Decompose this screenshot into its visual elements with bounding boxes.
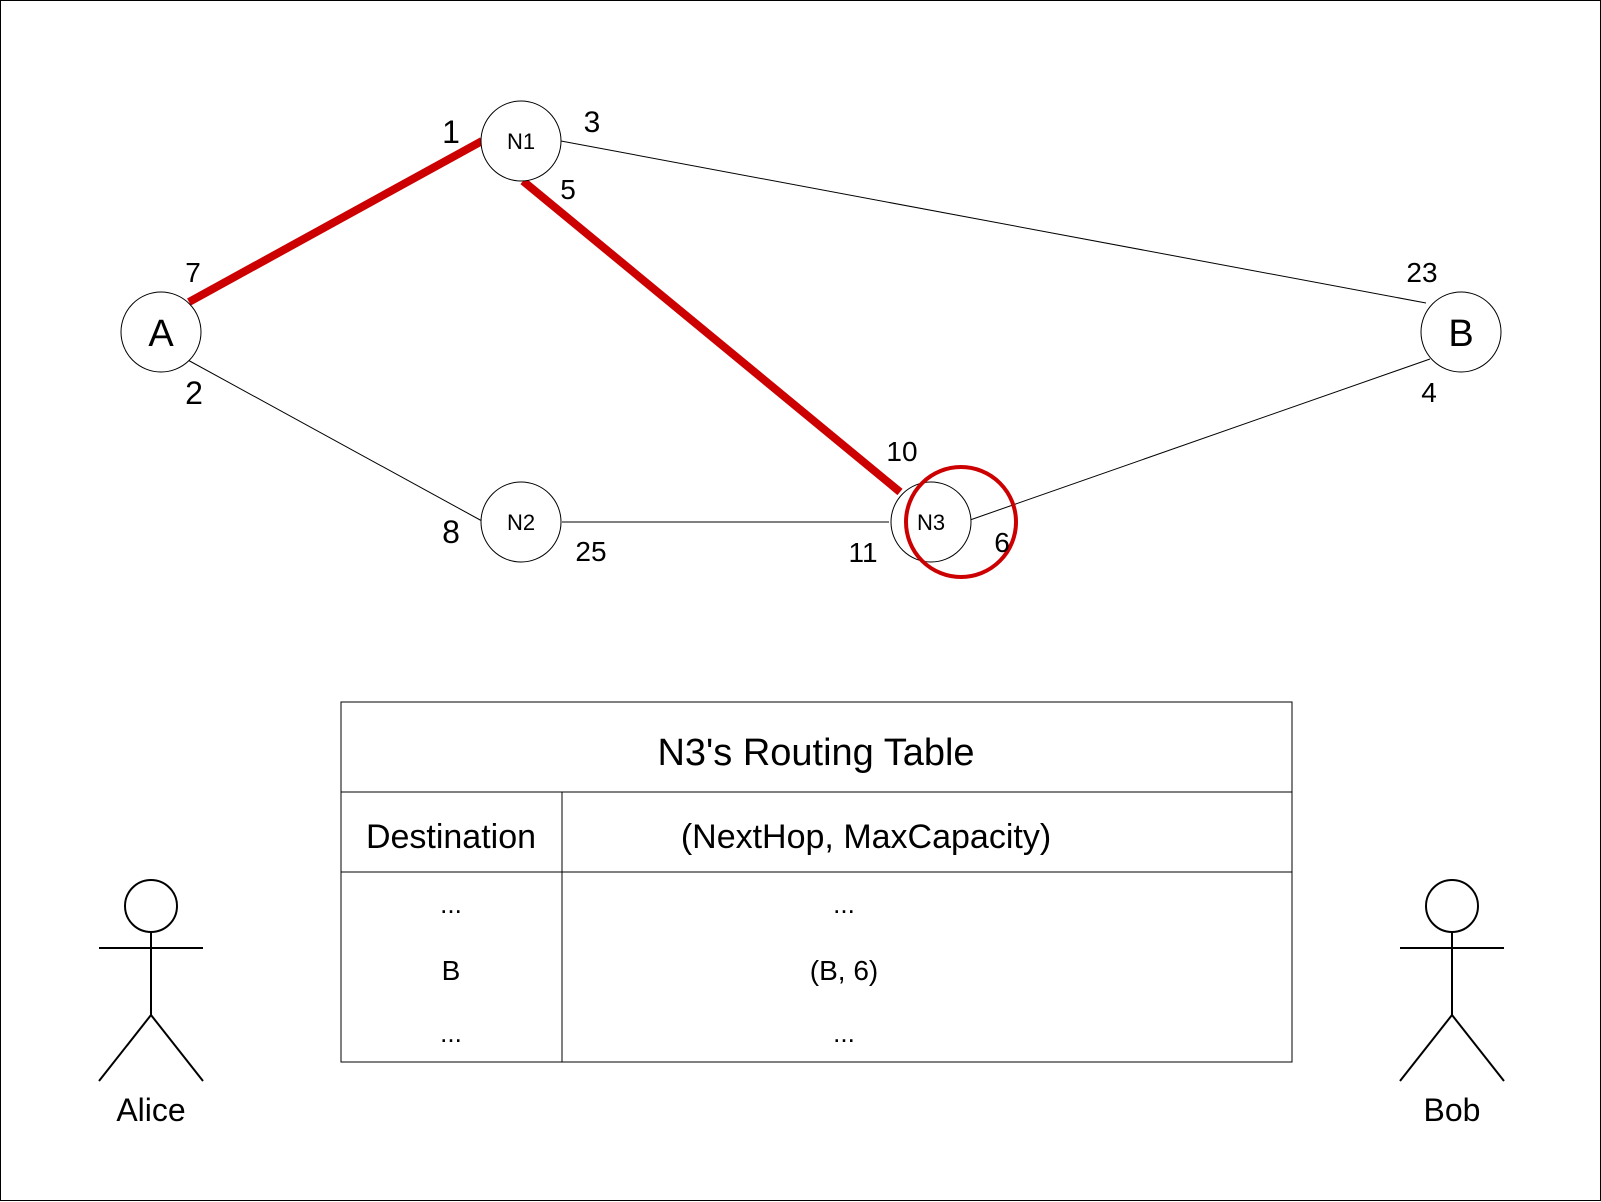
- edge-a-n2: [185, 358, 483, 522]
- routing-table-cell: (B, 6): [810, 955, 878, 986]
- bob-stick-figure-icon: [1399, 879, 1505, 1082]
- capacity-label: 4: [1421, 377, 1437, 408]
- node-n1-label: N1: [507, 129, 535, 154]
- node-b-label: B: [1448, 313, 1473, 355]
- routing-table-title: N3's Routing Table: [657, 732, 974, 774]
- actor-label-alice: Alice: [116, 1092, 185, 1128]
- capacity-label: 11: [848, 537, 877, 568]
- routing-table-cell: B: [442, 955, 461, 986]
- capacity-label: 7: [185, 257, 201, 288]
- capacity-label: 10: [886, 436, 917, 467]
- capacity-label: 25: [575, 536, 606, 567]
- capacity-label: 2: [185, 375, 203, 411]
- node-n3-highlight-ring: [904, 465, 1018, 579]
- routing-table-cell: ...: [440, 889, 462, 919]
- routing-table-cell: ...: [833, 1018, 855, 1048]
- capacity-label: 5: [560, 174, 576, 205]
- capacity-label: 8: [442, 514, 460, 550]
- edge-n1-b: [560, 140, 1427, 304]
- routing-table-cell: ...: [833, 889, 855, 919]
- edge-n1-n3-highlighted: [520, 177, 903, 496]
- routing-table: N3's Routing Table Destination (NextHop,…: [340, 701, 1293, 1063]
- capacity-label: 3: [584, 106, 601, 139]
- capacity-label: 6: [994, 527, 1010, 558]
- node-n1: [480, 100, 562, 182]
- capacity-label: 23: [1406, 257, 1437, 288]
- node-n2: [480, 481, 562, 563]
- alice-stick-figure-icon: [98, 879, 204, 1082]
- routing-table-header-nexthop: (NextHop, MaxCapacity): [681, 818, 1051, 856]
- node-b: [1420, 291, 1502, 373]
- node-a: [120, 291, 202, 373]
- node-n3-label: N3: [917, 510, 945, 535]
- node-a-label: A: [148, 313, 174, 355]
- edge-n3-b: [969, 358, 1431, 521]
- edge-a-n1-highlighted: [187, 137, 484, 306]
- capacity-label: 1: [442, 114, 460, 150]
- node-n2-label: N2: [507, 510, 535, 535]
- routing-table-cell: ...: [440, 1018, 462, 1048]
- routing-table-header-destination: Destination: [366, 818, 536, 856]
- actor-label-bob: Bob: [1424, 1092, 1481, 1128]
